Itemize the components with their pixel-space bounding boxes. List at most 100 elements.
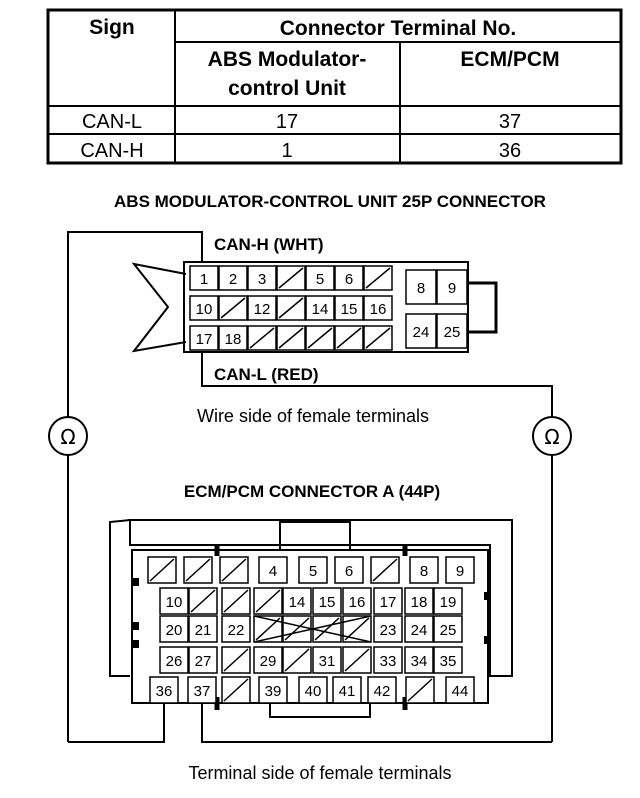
pin-number: 25 xyxy=(440,622,457,639)
blank-pin-cell xyxy=(276,325,306,351)
blank-slash xyxy=(255,617,281,641)
pin-number: 22 xyxy=(228,622,245,639)
row-sign: CAN-H xyxy=(80,140,143,162)
pin-box xyxy=(312,587,342,615)
terminal-header: Connector Terminal No. xyxy=(280,17,516,40)
blank-slash xyxy=(307,327,333,349)
pin-number: 29 xyxy=(260,653,277,670)
pin-box xyxy=(247,265,277,291)
pin-cell: 4 xyxy=(258,556,288,584)
pin-box xyxy=(247,295,277,321)
blank-slash xyxy=(284,648,310,672)
pin-number: 26 xyxy=(166,653,183,670)
pin-box xyxy=(221,615,251,643)
pin-number: 33 xyxy=(380,653,397,670)
blank-slash xyxy=(407,678,433,702)
blank-pin-cell xyxy=(253,615,283,643)
pin-cell: 9 xyxy=(445,556,475,584)
pin-box xyxy=(258,556,288,584)
blank-pin-cell xyxy=(342,615,372,643)
blank-pin-cell xyxy=(221,587,251,615)
row-abs: 17 xyxy=(276,111,298,133)
pin-cell: 5 xyxy=(305,265,335,291)
pin-number: 23 xyxy=(380,622,397,639)
pin-box xyxy=(405,313,437,349)
pin-box xyxy=(218,265,248,291)
blank-pin-cell xyxy=(221,676,251,704)
pin-number: 21 xyxy=(195,622,212,639)
blank-slash xyxy=(221,558,247,582)
ecm-side-tab xyxy=(133,578,139,586)
blank-pin-cell xyxy=(247,325,277,351)
ohm-icon: Ω xyxy=(60,425,75,449)
pin-cell: 1 xyxy=(189,265,219,291)
blank-slash xyxy=(190,589,216,613)
blank-pin-cell xyxy=(334,325,364,351)
pin-box xyxy=(373,646,403,674)
pin-number: 40 xyxy=(305,683,322,700)
pin-box xyxy=(433,615,463,643)
left-meter-circle xyxy=(48,416,88,456)
left-ohmmeter: Ω xyxy=(48,416,165,743)
pin-cell: 26 xyxy=(159,646,189,674)
pin-box xyxy=(367,676,397,704)
pin-cell: 15 xyxy=(334,295,364,321)
pin-cell: 34 xyxy=(404,646,434,674)
pin-number: 9 xyxy=(448,280,456,297)
pin-number: 31 xyxy=(319,653,336,670)
pin-cell: 27 xyxy=(188,646,218,674)
ohm-icon: Ω xyxy=(544,425,559,449)
pin-box xyxy=(282,587,312,615)
pin-box xyxy=(404,615,434,643)
ecm-shroud xyxy=(129,519,513,677)
pin-number: 19 xyxy=(440,594,457,611)
abs-header-line2: control Unit xyxy=(228,77,346,100)
pin-cell: 41 xyxy=(332,676,362,704)
blank-pin-cell xyxy=(218,295,248,321)
pin-number: 18 xyxy=(225,331,242,348)
pin-cell: 33 xyxy=(373,646,403,674)
pin-number: 24 xyxy=(413,324,430,341)
blank-slash xyxy=(284,617,310,641)
can-h-label: CAN-H (WHT) xyxy=(214,235,324,254)
pin-box xyxy=(404,587,434,615)
pin-cell: 18 xyxy=(404,587,434,615)
ecm-side-tab xyxy=(133,640,139,648)
pin-number: 39 xyxy=(265,683,282,700)
pin-box xyxy=(436,269,468,305)
pin-number: 16 xyxy=(370,301,387,318)
row-ecm: 37 xyxy=(499,111,521,133)
terminal-table: Sign Connector Terminal No. ABS Modulato… xyxy=(46,8,623,165)
pin-number: 41 xyxy=(339,683,356,700)
abs-connector-boot xyxy=(131,262,187,353)
pin-cell: 14 xyxy=(282,587,312,615)
pin-number: 4 xyxy=(269,563,277,580)
pin-number: 8 xyxy=(417,280,425,297)
pin-cell: 17 xyxy=(373,587,403,615)
ecm-caption: Terminal side of female terminals xyxy=(188,763,451,783)
abs-caption: Wire side of female terminals xyxy=(197,406,429,426)
blank-pin-cell xyxy=(363,265,393,291)
pin-box xyxy=(433,587,463,615)
pin-number: 25 xyxy=(444,324,461,341)
pin-box xyxy=(405,269,437,305)
pin-cell: 24 xyxy=(404,615,434,643)
pin-cell: 23 xyxy=(373,615,403,643)
pin-box xyxy=(305,295,335,321)
blank-pin-cell xyxy=(282,615,312,643)
pin-box xyxy=(334,556,364,584)
blank-pin-cell xyxy=(188,587,218,615)
pin-box xyxy=(404,646,434,674)
blank-slash xyxy=(185,558,211,582)
can-l-wire xyxy=(201,352,553,418)
abs-connector-title: ABS MODULATOR-CONTROL UNIT 25P CONNECTOR xyxy=(114,192,546,211)
pin-cell: 8 xyxy=(409,556,439,584)
pin-cell: 17 xyxy=(189,325,219,351)
table-border xyxy=(46,8,623,165)
pin-cell: 21 xyxy=(188,615,218,643)
cross-line xyxy=(253,615,372,643)
blank-pin-cell xyxy=(147,556,177,584)
